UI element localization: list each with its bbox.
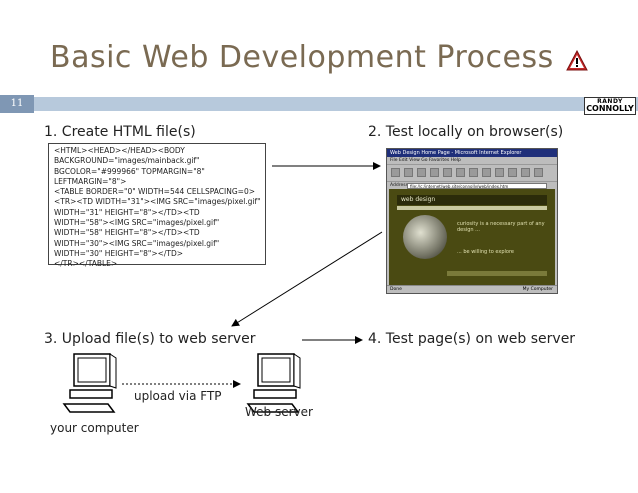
code-line: WIDTH="58"><IMG SRC="images/pixel.gif" — [54, 218, 220, 228]
address-field: file://c:/internet/web.site/connolly/web… — [407, 183, 547, 189]
forward-icon — [404, 168, 413, 177]
stop-icon — [417, 168, 426, 177]
site-footer-strip — [447, 271, 547, 276]
favorites-icon — [469, 168, 478, 177]
arrow-browser-to-upload — [231, 231, 383, 327]
search-icon — [456, 168, 465, 177]
channels-icon — [495, 168, 504, 177]
address-label: Address — [390, 183, 408, 188]
browser-status-bar: Done My Computer — [387, 285, 557, 293]
upload-ftp-label: upload via FTP — [134, 389, 222, 403]
server-computer-icon — [246, 353, 301, 413]
code-line: BACKGROUND="images/mainback.gif" — [54, 156, 200, 166]
fullscreen-icon — [508, 168, 517, 177]
slide-title: Basic Web Development Process — [50, 40, 554, 75]
code-line: </TR></TABLE> — [54, 259, 118, 269]
your-computer-label: your computer — [50, 421, 139, 435]
status-left: Done — [390, 287, 402, 292]
site-nav-strip — [397, 206, 547, 210]
code-line: <HTML><HEAD></HEAD><BODY — [54, 146, 185, 155]
code-line: LEFTMARGIN="8"> — [54, 176, 127, 186]
browser-toolbar — [387, 164, 557, 182]
step-3-label: 3. Upload file(s) to web server — [44, 331, 256, 347]
author-logo: RANDY CONNOLLY — [584, 97, 636, 115]
refresh-icon — [430, 168, 439, 177]
step-4-label: 4. Test page(s) on web server — [368, 331, 576, 347]
moon-image — [403, 215, 447, 259]
code-line: <TR><TD WIDTH="31"><IMG SRC="images/pixe… — [54, 197, 260, 207]
warning-triangle-icon — [566, 50, 588, 71]
browser-page-content: web design curiosity is a necessary part… — [389, 189, 555, 286]
step-1-label: 1. Create HTML file(s) — [44, 124, 196, 140]
logo-line1: RANDY — [597, 98, 623, 105]
back-icon — [391, 168, 400, 177]
print-icon — [534, 168, 543, 177]
html-code-box: <HTML><HEAD></HEAD><BODY BACKGROUND="ima… — [48, 143, 266, 268]
step-2-label: 2. Test locally on browser(s) — [368, 124, 564, 140]
browser-screenshot: Web Design Home Page - Microsoft Interne… — [386, 148, 558, 294]
browser-title-bar: Web Design Home Page - Microsoft Interne… — [387, 149, 557, 157]
code-line: BGCOLOR="#999966" TOPMARGIN="8" — [54, 166, 205, 176]
site-logo-text: web design — [397, 195, 547, 205]
desktop-computer-icon — [62, 353, 117, 413]
slide-number: 11 — [0, 95, 34, 113]
home-icon — [443, 168, 452, 177]
mail-icon — [521, 168, 530, 177]
logo-line2: CONNOLLY — [586, 104, 634, 113]
code-line: WIDTH="30" HEIGHT="8"></TD> — [54, 248, 184, 258]
header-bar — [0, 97, 638, 111]
status-zone: My Computer — [522, 287, 553, 292]
web-server-label: Web server — [245, 405, 313, 419]
code-line: WIDTH="30"><IMG SRC="images/pixel.gif" — [54, 238, 220, 248]
site-text-2: ... be willing to explore — [457, 249, 514, 255]
history-icon — [482, 168, 491, 177]
code-line: WIDTH="58" HEIGHT="8"></TD><TD — [54, 228, 200, 238]
site-text-1: curiosity is a necessary part of any des… — [457, 221, 545, 233]
code-line: <TABLE BORDER="0" WIDTH=544 CELLSPACING=… — [54, 187, 256, 197]
browser-menu-bar: File Edit View Go Favorites Help — [390, 158, 461, 163]
browser-address-bar: Address file://c:/internet/web.site/conn… — [387, 182, 557, 190]
code-line: WIDTH="31" HEIGHT="8"></TD><TD — [54, 207, 200, 217]
